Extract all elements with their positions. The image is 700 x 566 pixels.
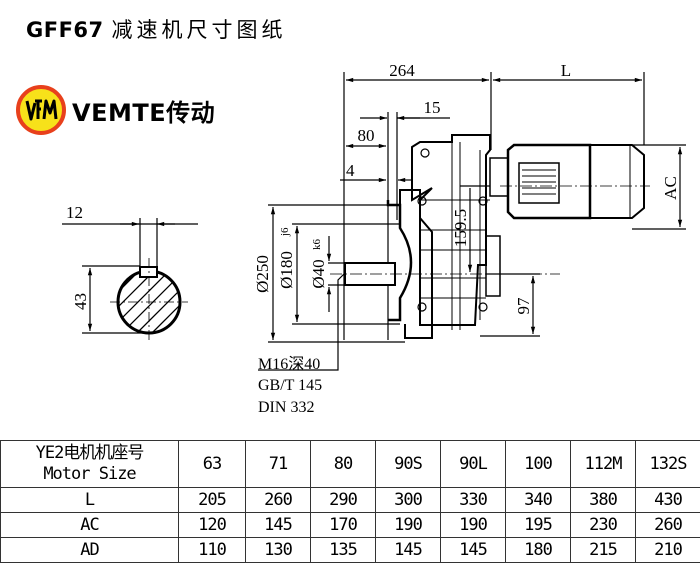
- motor-size-table: YE2电机机座号 Motor Size 63 71 80 90S 90L 100…: [0, 440, 700, 563]
- motor-size-cell: 80: [310, 440, 376, 488]
- horizontal-dimensions: [340, 72, 645, 340]
- dim-180-tolerance: j6: [279, 227, 291, 237]
- key-height-label: 43: [71, 293, 90, 310]
- table-row-AD: AD 110 130 135 145 145 180 215 210: [0, 537, 700, 563]
- header-label-en: Motor Size: [43, 464, 136, 484]
- row-label: L: [0, 487, 179, 513]
- table-cell: 130: [245, 537, 311, 563]
- dim-80-label: 80: [358, 126, 375, 145]
- dim-180-label: Ø180: [277, 251, 296, 289]
- page-title: GFF67 减速机尺寸图纸: [26, 14, 286, 44]
- dim-97-label: 97: [514, 297, 533, 315]
- header-label-cell: YE2电机机座号 Motor Size: [0, 440, 179, 488]
- dim-40-label: Ø40: [309, 259, 328, 288]
- table-cell: 330: [440, 487, 506, 513]
- dim-AC-label: AC: [661, 176, 680, 200]
- dim-15-label: 15: [424, 98, 441, 117]
- table-cell: 215: [570, 537, 636, 563]
- motor: [489, 143, 650, 220]
- table-cell: 170: [310, 512, 376, 538]
- dim-250-label: Ø250: [253, 255, 272, 293]
- brand-name: VEMTE传动: [72, 98, 216, 127]
- table-row-AC: AC 120 145 170 190 190 195 230 260: [0, 512, 700, 538]
- dim-L-label: L: [561, 61, 571, 80]
- motor-size-cell: 132S: [635, 440, 700, 488]
- table-cell: 135: [310, 537, 376, 563]
- header-label-cn: YE2电机机座号: [35, 443, 145, 463]
- table-cell: 180: [505, 537, 571, 563]
- table-header-row: YE2电机机座号 Motor Size 63 71 80 90S 90L 100…: [0, 440, 700, 488]
- table-cell: 300: [375, 487, 441, 513]
- brand-logo: VEMTE传动: [16, 85, 215, 135]
- table-cell: 205: [178, 487, 246, 513]
- dim-4-label: 4: [346, 161, 355, 180]
- table-cell: 145: [375, 537, 441, 563]
- table-cell: 145: [440, 537, 506, 563]
- logo-badge-icon: [16, 85, 66, 135]
- table-cell: 145: [245, 512, 311, 538]
- table-cell: 260: [635, 512, 700, 538]
- table-cell: 190: [375, 512, 441, 538]
- key-width-label: 12: [66, 203, 83, 222]
- model-name: GFF67: [26, 18, 104, 42]
- motor-size-cell: 90L: [440, 440, 506, 488]
- technical-drawing: 12 43 264 L 15 80: [62, 61, 686, 371]
- table-cell: 190: [440, 512, 506, 538]
- motor-size-cell: 90S: [375, 440, 441, 488]
- table-cell: 260: [245, 487, 311, 513]
- motor-size-cell: 71: [245, 440, 311, 488]
- keyway: [139, 266, 158, 278]
- table-cell: 340: [505, 487, 571, 513]
- table-cell: 210: [635, 537, 700, 563]
- table-cell: 230: [570, 512, 636, 538]
- table-cell: 430: [635, 487, 700, 513]
- dim-40-tolerance: k6: [311, 239, 323, 251]
- table-cell: 110: [178, 537, 246, 563]
- table-row-L: L 205 260 290 300 330 340 380 430: [0, 487, 700, 513]
- table-cell: 380: [570, 487, 636, 513]
- motor-size-cell: 63: [178, 440, 246, 488]
- table-cell: 120: [178, 512, 246, 538]
- row-label: AC: [0, 512, 179, 538]
- note-standard-din: DIN 332: [258, 399, 315, 416]
- table-cell: 195: [505, 512, 571, 538]
- title-text: 减速机尺寸图纸: [111, 18, 287, 42]
- dim-264-label: 264: [389, 61, 415, 80]
- shaft-section: 12 43: [62, 203, 198, 342]
- note-thread: M16深40: [258, 356, 321, 373]
- bolt-icon: [420, 148, 430, 158]
- gear-reducer: [386, 134, 501, 339]
- motor-size-cell: 100: [505, 440, 571, 488]
- note-standard-gb: GB/T 145: [258, 377, 323, 394]
- motor-size-cell: 112M: [570, 440, 636, 488]
- dim-159-5-label: 159.5: [451, 209, 470, 247]
- row-label: AD: [0, 537, 179, 563]
- table-cell: 290: [310, 487, 376, 513]
